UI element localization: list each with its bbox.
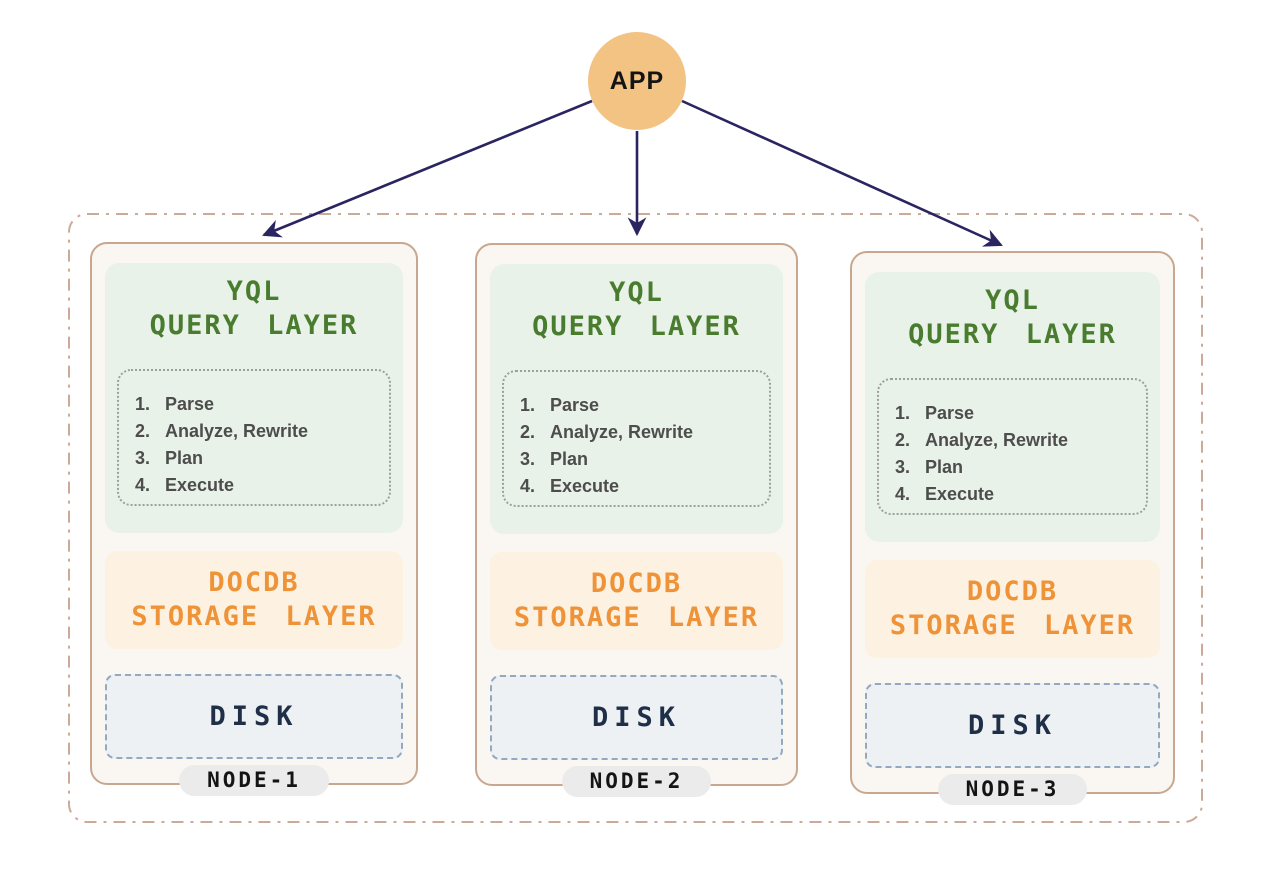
storage-layer-title: DOCDB STORAGE LAYER: [105, 566, 403, 634]
query-layer-title-line2: QUERY LAYER: [149, 310, 359, 341]
query-layer-title-line1: YQL: [226, 276, 282, 307]
storage-layer-title-line2: STORAGE LAYER: [513, 602, 760, 633]
step-number: 3.: [135, 448, 151, 468]
step-text: Plan: [550, 449, 589, 469]
app-circle: APP: [588, 32, 686, 130]
query-layer-title-line1: YQL: [985, 285, 1040, 316]
step-number: 1.: [135, 394, 151, 414]
query-step: 3. Plan: [895, 454, 1146, 481]
disk-label: DISK: [209, 701, 299, 732]
storage-layer-panel: DOCDB STORAGE LAYER: [105, 551, 403, 649]
disk-box: DISK: [865, 683, 1160, 768]
storage-layer-title-line1: DOCDB: [590, 568, 683, 599]
step-number: 2.: [895, 430, 911, 450]
node-badge: NODE-2: [561, 766, 712, 797]
query-step: 1. Parse: [135, 391, 389, 418]
query-layer-title: YQL QUERY LAYER: [105, 275, 403, 343]
step-text: Plan: [165, 448, 204, 468]
disk-box: DISK: [490, 675, 783, 760]
query-step: 1. Parse: [520, 392, 769, 419]
step-text: Plan: [925, 457, 964, 477]
storage-layer-panel: DOCDB STORAGE LAYER: [865, 560, 1160, 658]
query-step: 1. Parse: [895, 400, 1146, 427]
app-to-node1-arrow: [262, 99, 593, 238]
query-layer-title-line1: YQL: [609, 277, 664, 308]
query-steps-box: 1. Parse 2. Analyze, Rewrite 3. Plan 4. …: [117, 369, 391, 506]
query-steps-box: 1. Parse 2. Analyze, Rewrite 3. Plan 4. …: [877, 378, 1148, 515]
step-text: Execute: [165, 475, 235, 495]
storage-layer-title: DOCDB STORAGE LAYER: [865, 575, 1160, 643]
query-layer-title-line2: QUERY LAYER: [908, 319, 1117, 350]
disk-label: DISK: [591, 702, 682, 733]
query-layer-panel: YQL QUERY LAYER 1. Parse 2. Analyze, Rew…: [105, 263, 403, 533]
app-to-node3-arrow: [681, 99, 1003, 247]
step-number: 4.: [895, 484, 911, 504]
query-step: 3. Plan: [135, 445, 389, 472]
storage-layer-title-line1: DOCDB: [966, 576, 1059, 607]
app-label: APP: [609, 66, 665, 95]
query-step: 3. Plan: [520, 446, 769, 473]
disk-label: DISK: [967, 710, 1058, 741]
step-text: Parse: [925, 403, 975, 423]
disk-box: DISK: [105, 674, 403, 759]
step-text: Analyze, Rewrite: [550, 422, 694, 442]
storage-layer-title: DOCDB STORAGE LAYER: [490, 567, 783, 635]
step-text: Parse: [550, 395, 600, 415]
node-card-3: YQL QUERY LAYER 1. Parse 2. Analyze, Rew…: [850, 251, 1175, 805]
query-step: 2. Analyze, Rewrite: [895, 427, 1146, 454]
query-layer-title: YQL QUERY LAYER: [865, 284, 1160, 352]
query-step: 4. Execute: [895, 481, 1146, 508]
step-text: Analyze, Rewrite: [925, 430, 1069, 450]
node-badge: NODE-3: [937, 774, 1088, 805]
query-step: 2. Analyze, Rewrite: [135, 418, 389, 445]
step-number: 3.: [895, 457, 911, 477]
storage-layer-panel: DOCDB STORAGE LAYER: [490, 552, 783, 650]
step-number: 1.: [895, 403, 911, 423]
step-number: 4.: [135, 475, 151, 495]
query-step: 4. Execute: [520, 473, 769, 500]
query-step: 2. Analyze, Rewrite: [520, 419, 769, 446]
step-text: Execute: [550, 476, 620, 496]
step-number: 2.: [135, 421, 151, 441]
query-steps-box: 1. Parse 2. Analyze, Rewrite 3. Plan 4. …: [502, 370, 771, 507]
query-layer-panel: YQL QUERY LAYER 1. Parse 2. Analyze, Rew…: [865, 272, 1160, 542]
step-number: 2.: [520, 422, 536, 442]
step-number: 1.: [520, 395, 536, 415]
query-step: 4. Execute: [135, 472, 389, 499]
node-card-2: YQL QUERY LAYER 1. Parse 2. Analyze, Rew…: [475, 243, 798, 797]
storage-layer-title-line1: DOCDB: [208, 567, 300, 598]
step-number: 4.: [520, 476, 536, 496]
query-layer-title-line2: QUERY LAYER: [532, 311, 741, 342]
step-text: Analyze, Rewrite: [165, 421, 309, 441]
step-number: 3.: [520, 449, 536, 469]
storage-layer-title-line2: STORAGE LAYER: [889, 610, 1136, 641]
step-text: Parse: [165, 394, 215, 414]
step-text: Execute: [925, 484, 995, 504]
node-badge: NODE-1: [179, 765, 329, 796]
node-card-1: YQL QUERY LAYER 1. Parse 2. Analyze, Rew…: [90, 242, 418, 796]
storage-layer-title-line2: STORAGE LAYER: [131, 601, 377, 632]
query-layer-title: YQL QUERY LAYER: [490, 276, 783, 344]
query-layer-panel: YQL QUERY LAYER 1. Parse 2. Analyze, Rew…: [490, 264, 783, 534]
